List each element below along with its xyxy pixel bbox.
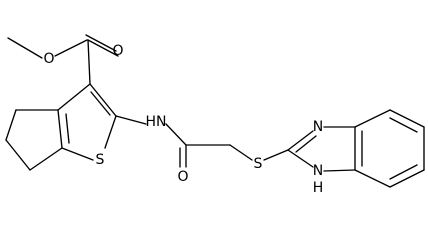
bond-bz-2b	[389, 117, 418, 133]
atom-o-carbonyl-amide: O	[177, 169, 188, 185]
bond-c3a-c6a-b	[65, 113, 70, 144]
atom-o-ester-ether: O	[43, 51, 54, 67]
bond-co-double-b	[85, 34, 117, 52]
bond-c3-c2-a	[89, 83, 117, 117]
bond-o-carbonylc	[54, 39, 88, 57]
bond-c7a-n1	[323, 169, 356, 172]
atom-nh-imidazole-h: H	[313, 180, 324, 196]
bond-s-c2bim	[263, 149, 289, 161]
bond-c2-nh	[115, 115, 147, 125]
bond-ch2-s	[229, 144, 253, 161]
atom-s-thiophene: S	[96, 152, 105, 168]
chemical-structure-diagram: O O HN S O S N N H	[5, 34, 425, 196]
bond-c2-n3-a	[287, 130, 314, 151]
bond-carbonylc-c3	[87, 39, 91, 85]
structure-canvas: O O HN S O S N N H	[5, 34, 425, 196]
bond-bz-5	[354, 169, 391, 188]
bond-methyl-o	[7, 37, 43, 59]
atom-nh-amide: HN	[146, 114, 167, 130]
bond-bz-4a	[389, 169, 425, 188]
atom-o-carbonyl-ester: O	[112, 43, 123, 59]
bonds	[5, 34, 425, 188]
bond-c3-c2-b	[90, 91, 111, 116]
bond-c3a-c6a-a	[57, 109, 63, 149]
bond-n1-c2	[287, 149, 314, 168]
atom-n-imidazole: N	[313, 119, 323, 135]
bond-c3-c3a	[57, 83, 91, 111]
bond-nh-camide	[165, 123, 187, 146]
bond-c5-c6	[5, 139, 31, 171]
bond-c2-n3-b	[295, 135, 317, 153]
bond-s-c6a	[61, 147, 94, 161]
bond-c4-c5	[5, 109, 17, 141]
atom-nh-imidazole: N	[313, 163, 323, 179]
atom-s-thioether: S	[254, 156, 263, 172]
bond-co-double-a	[87, 39, 119, 57]
atom-labels: O O HN S O S N N H	[43, 43, 323, 196]
bond-bz-2a	[389, 109, 425, 128]
bond-c2-s	[104, 115, 117, 149]
bond-bz-4b	[389, 164, 418, 180]
bond-bz-1	[354, 109, 391, 128]
bond-c6-c6a	[29, 147, 63, 171]
